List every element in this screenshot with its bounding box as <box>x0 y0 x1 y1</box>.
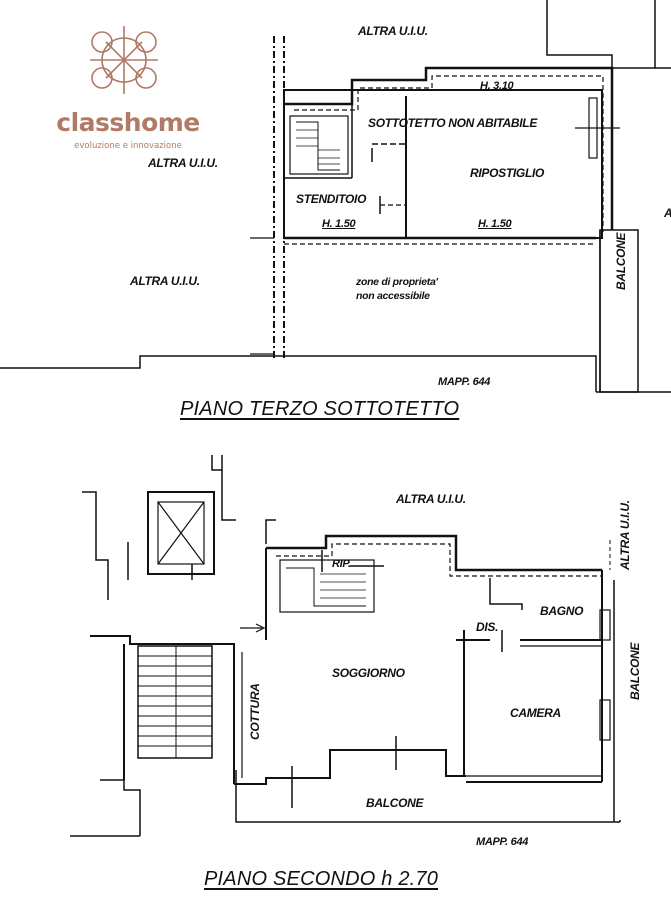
label-mapp-top: MAPP. 644 <box>438 376 491 388</box>
label-dis: DIS. <box>476 620 499 634</box>
label-ripostiglio: RIPOSTIGLIO <box>470 166 545 180</box>
label-zone-line2: non accessibile <box>356 290 430 302</box>
label-balcone-right: BALCONE <box>628 642 642 700</box>
label-altra-uiu-left-lower: ALTRA U.I.U. <box>130 274 200 288</box>
label-altra-uiu-left: ALTRA U.I.U. <box>148 156 218 170</box>
label-soggiorno: SOGGIORNO <box>332 666 405 680</box>
label-cottura: COTTURA <box>248 683 262 740</box>
label-balcone-top: BALCONE <box>614 232 628 290</box>
label-zone-line1: zone di proprieta' <box>356 276 438 288</box>
label-height-left: H. 1.50 <box>322 218 356 230</box>
title-piano-secondo: PIANO SECONDO h 2.70 <box>204 868 439 890</box>
label-edge-mark: A <box>664 206 671 220</box>
top-plan-walls <box>0 0 671 393</box>
label-altra-uiu-bottom-top: ALTRA U.I.U. <box>396 492 466 506</box>
label-altra-uiu-right: ALTRA U.I.U. <box>618 500 632 570</box>
label-mapp-bottom: MAPP. 644 <box>476 836 529 848</box>
label-height-right: H. 1.50 <box>478 218 512 230</box>
label-altra-uiu-top: ALTRA U.I.U. <box>358 24 428 38</box>
label-rip: RIP. <box>332 558 351 570</box>
logo-mark-graphic <box>90 26 158 94</box>
label-balcone-bottom: BALCONE <box>366 796 424 810</box>
brand-tagline: evoluzione e innovazione <box>74 141 182 151</box>
label-stenditoio: STENDITOIO <box>296 192 367 206</box>
brand-logo: classhome evoluzione e innovazione <box>48 20 208 151</box>
label-camera: CAMERA <box>510 706 561 720</box>
label-bagno: BAGNO <box>540 604 584 618</box>
title-piano-terzo: PIANO TERZO SOTTOTETTO <box>180 398 460 420</box>
label-height-main: H. 3.10 <box>480 80 514 92</box>
brand-name: classhome <box>56 108 200 137</box>
bottom-plan-walls <box>70 455 621 837</box>
label-sottotetto: SOTTOTETTO NON ABITABILE <box>368 116 538 130</box>
